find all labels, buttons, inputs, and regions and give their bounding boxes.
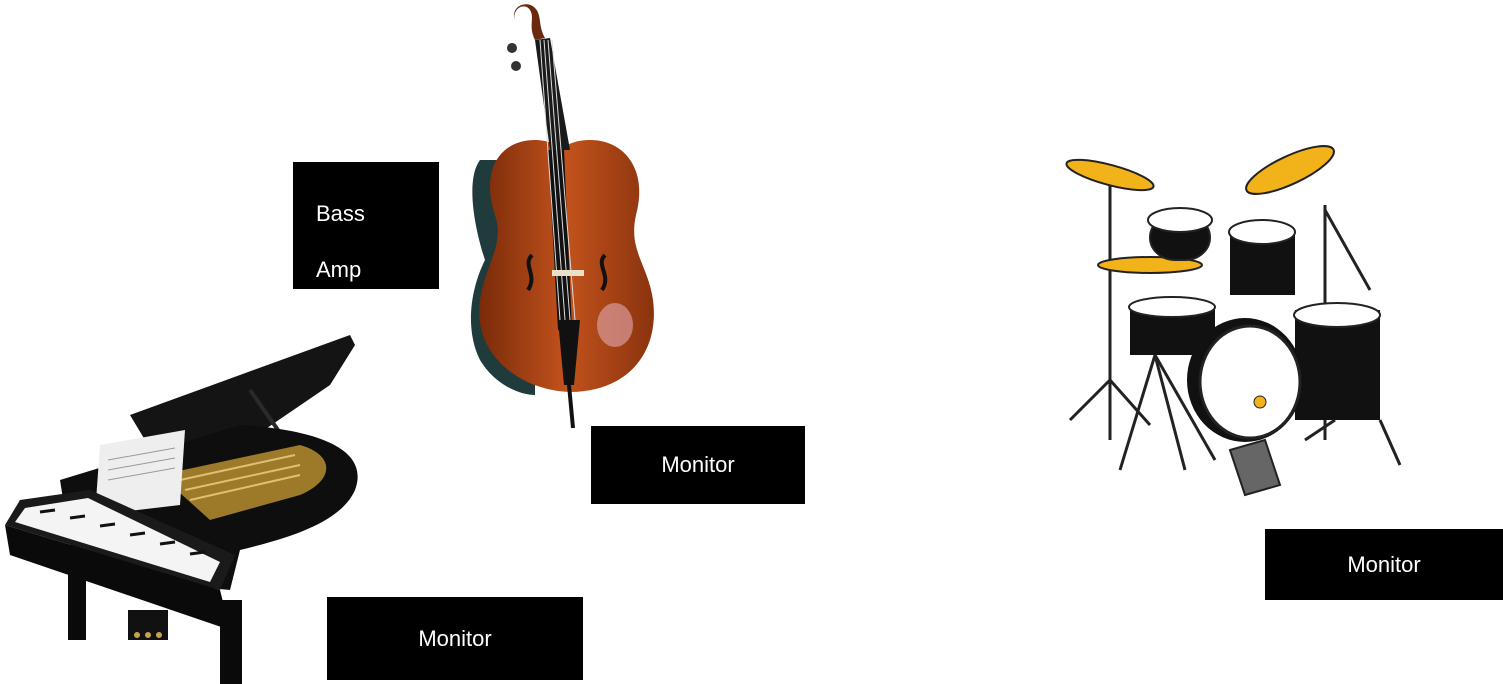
bass-amp-label: Bass Amp xyxy=(293,162,439,289)
monitor-piano-label: Monitor xyxy=(327,597,583,680)
upright-bass-icon xyxy=(470,4,654,429)
grand-piano-icon xyxy=(5,335,358,684)
monitor-drums-label: Monitor xyxy=(1265,529,1503,600)
bass-amp-line-2: Amp xyxy=(316,257,362,282)
monitor-drums-text: Monitor xyxy=(1347,551,1421,577)
monitor-piano-text: Monitor xyxy=(418,625,492,651)
bass-amp-line-1: Bass xyxy=(316,201,365,226)
monitor-bass-label: Monitor xyxy=(591,426,805,504)
monitor-bass-text: Monitor xyxy=(661,452,735,477)
drum-kit-icon xyxy=(1065,145,1402,497)
